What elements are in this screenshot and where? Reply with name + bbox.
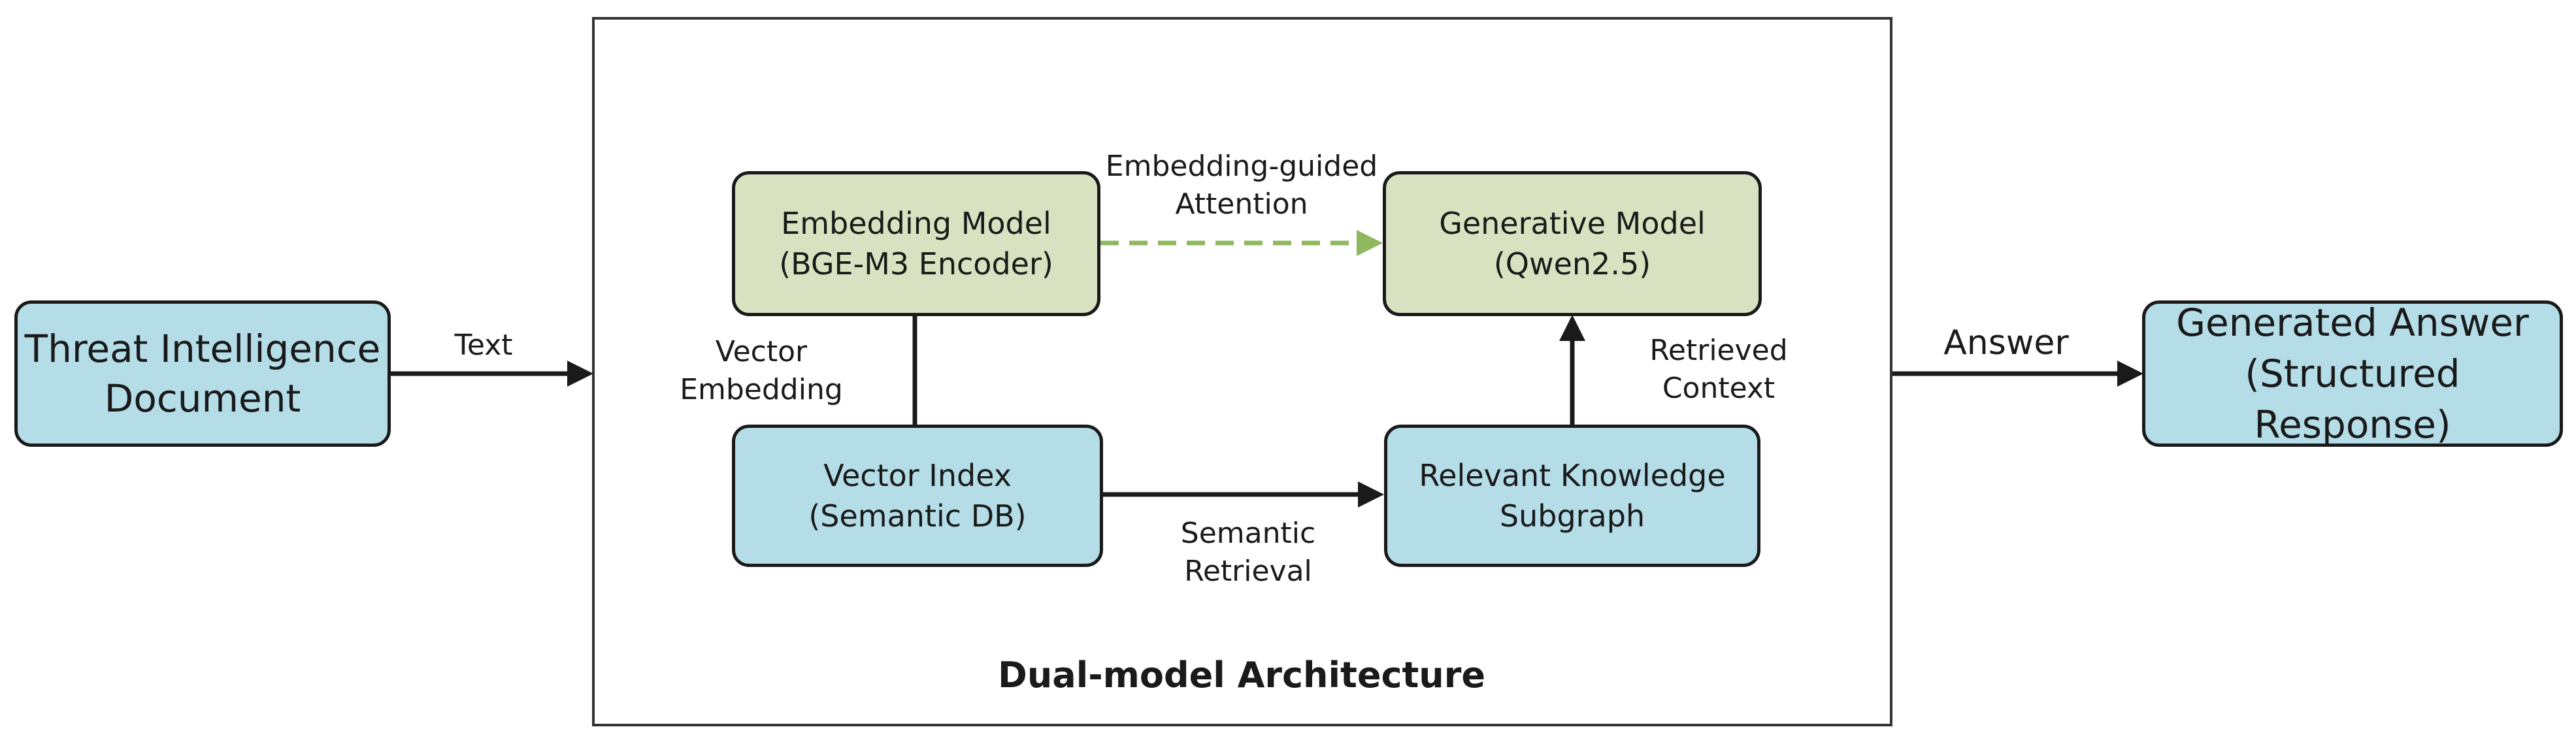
- node-label-line: (Semantic DB): [808, 498, 1027, 534]
- retrieved-context-arrow: [1559, 315, 1585, 426]
- edge-label-line: Answer: [1943, 323, 2069, 363]
- node-label-line: (BGE-M3 Encoder): [779, 246, 1053, 282]
- embedding-guided-attention-arrow: [1100, 230, 1383, 256]
- node-label-line: Vector Index: [823, 458, 1012, 493]
- answer-arrow: [1892, 361, 2143, 387]
- semantic-retrieval-arrow: [1103, 481, 1384, 508]
- node-label-line: Generative Model: [1439, 206, 1706, 241]
- edge-label-line: Retrieval: [1184, 555, 1312, 588]
- node-label-line: Generated Answer: [2176, 300, 2529, 345]
- node-label-line: Document: [104, 376, 301, 421]
- text-edge-label: Text: [418, 327, 549, 364]
- node-label-line: Subgraph: [1499, 498, 1645, 534]
- edge-label-line: Attention: [1175, 187, 1308, 221]
- embedding-guided-attention-label: Embedding-guided Attention: [1085, 148, 1398, 223]
- generative-model-node: Generative Model (Qwen2.5): [1383, 171, 1762, 316]
- architecture-title: Dual-model Architecture: [998, 655, 1485, 696]
- node-label-line: Embedding Model: [781, 206, 1051, 241]
- node-label-line: (Structured: [2245, 351, 2460, 396]
- edge-label-line: Text: [454, 329, 513, 362]
- node-label-line: Response): [2254, 402, 2451, 447]
- vector-index-node: Vector Index (Semantic DB): [732, 425, 1103, 567]
- architecture-frame: [592, 17, 1892, 726]
- edge-label-line: Context: [1662, 372, 1775, 405]
- edge-label-line: Retrieved: [1649, 334, 1788, 367]
- node-label-line: (Qwen2.5): [1493, 246, 1651, 282]
- relevant-knowledge-subgraph-node: Relevant Knowledge Subgraph: [1384, 425, 1760, 567]
- embedding-model-node: Embedding Model (BGE-M3 Encoder): [732, 171, 1100, 316]
- edge-label-line: Semantic: [1180, 517, 1316, 550]
- edge-label-line: Embedding: [680, 373, 843, 406]
- node-label-line: Threat Intelligence: [24, 327, 381, 371]
- semantic-retrieval-label: Semantic Retrieval: [1150, 515, 1346, 590]
- vector-embedding-label: Vector Embedding: [673, 333, 850, 409]
- threat-intelligence-document-node: Threat Intelligence Document: [14, 300, 391, 447]
- text-arrow: [389, 361, 593, 387]
- generated-answer-node: Generated Answer (Structured Response): [2142, 300, 2563, 447]
- edge-label-line: Vector: [715, 335, 808, 368]
- node-label-line: Relevant Knowledge: [1419, 458, 1726, 493]
- retrieved-context-label: Retrieved Context: [1634, 332, 1804, 408]
- answer-edge-label: Answer: [1928, 324, 2085, 362]
- edge-label-line: Embedding-guided: [1105, 150, 1378, 183]
